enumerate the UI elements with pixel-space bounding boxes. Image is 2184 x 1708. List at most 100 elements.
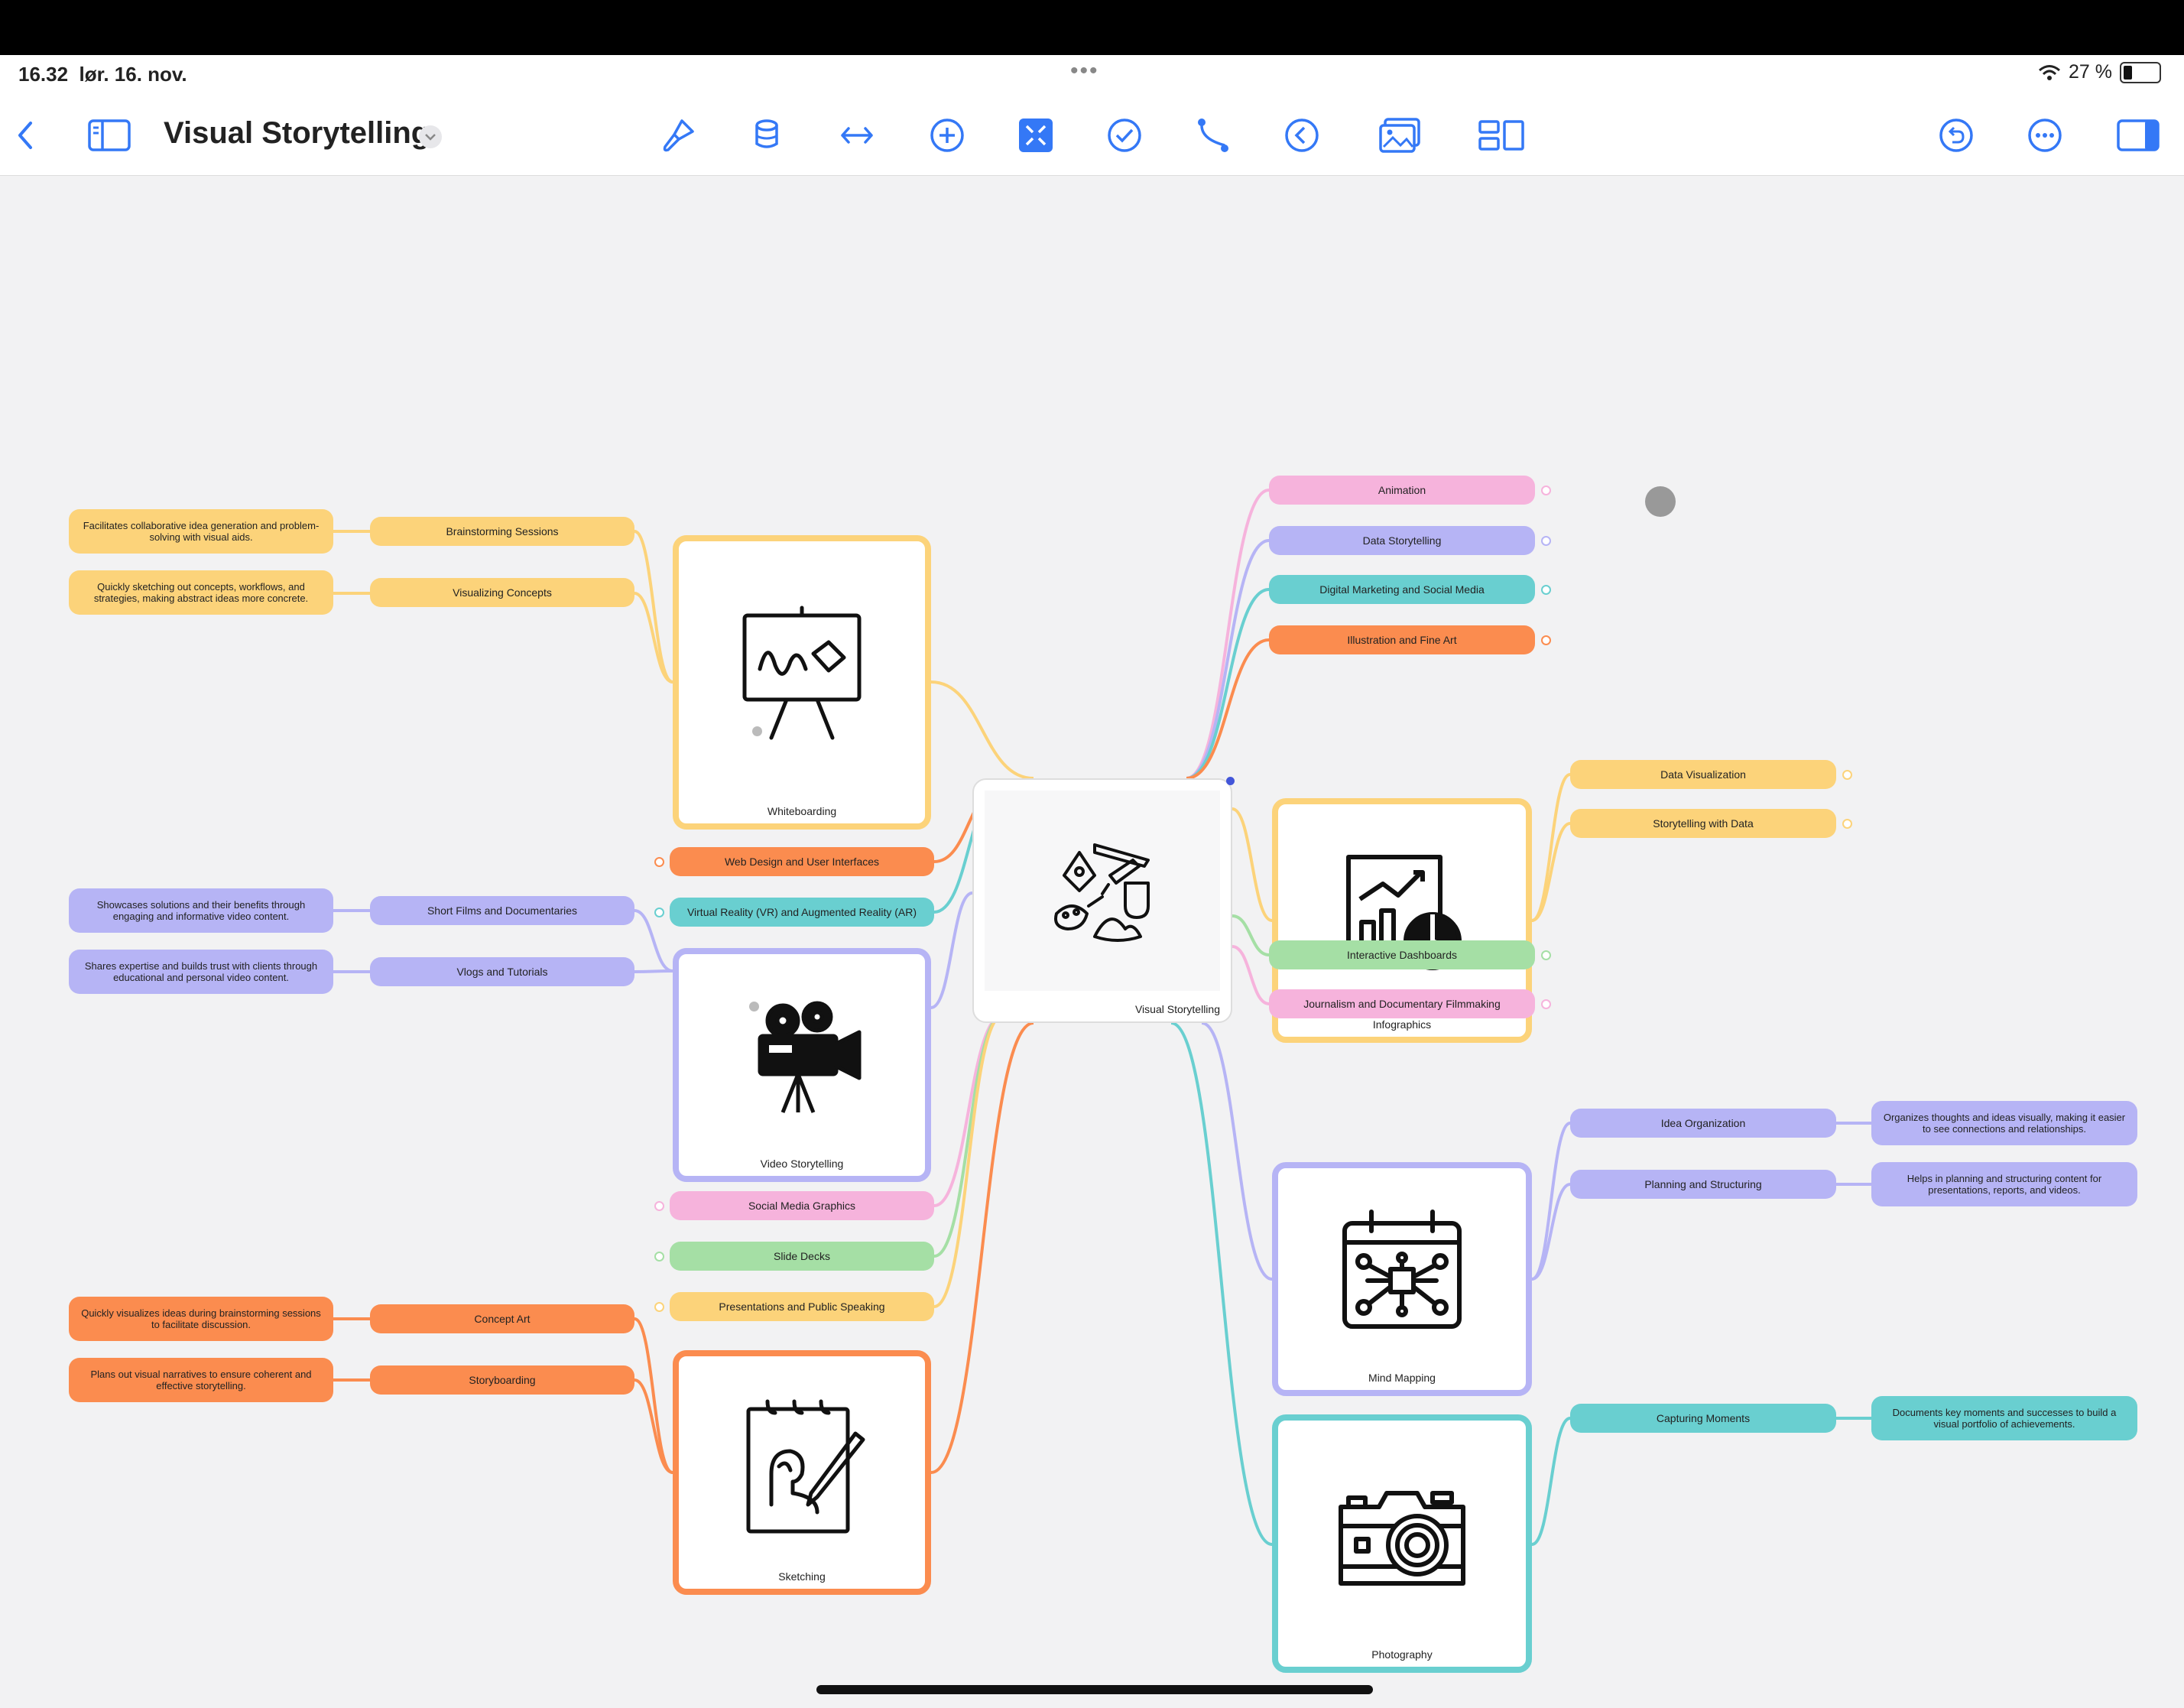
desc-brainstorming-sessions[interactable]: Facilitates collaborative idea generatio… <box>69 509 333 554</box>
battery-percent: 27 % <box>2069 61 2112 83</box>
branch-mindmap-1[interactable]: Planning and Structuring <box>1570 1170 1836 1199</box>
connection-line <box>634 969 673 973</box>
insert-image-button[interactable] <box>1376 112 1423 159</box>
toolbar: Visual Storytelling <box>0 95 2184 176</box>
style-brush-button[interactable] <box>654 112 702 159</box>
pointer-indicator <box>1645 486 1676 517</box>
status-bar: 16.32 lør. 16. nov. ••• 27 % <box>0 55 2184 95</box>
photography-node[interactable]: Photography <box>1272 1414 1532 1673</box>
branch-brainstorming-sessions[interactable]: Brainstorming Sessions <box>370 517 634 546</box>
connection-line <box>930 891 973 1009</box>
branch-right-mid-pill-1[interactable]: Journalism and Documentary Filmmaking <box>1269 989 1535 1018</box>
node-anchor-dot <box>749 1002 759 1011</box>
branch-right-pill-3[interactable]: Illustration and Fine Art <box>1269 625 1535 654</box>
back-button[interactable] <box>2 112 49 159</box>
sketching-node[interactable]: Sketching <box>673 1350 931 1595</box>
collapse-button[interactable] <box>1278 112 1326 159</box>
branch-visualizing-concepts[interactable]: Visualizing Concepts <box>370 578 634 607</box>
branch-mindmap-0[interactable]: Idea Organization <box>1570 1109 1836 1138</box>
paintbrush-icon <box>663 119 694 152</box>
node-port[interactable] <box>654 1302 664 1312</box>
connection-line <box>1531 1183 1571 1281</box>
node-port[interactable] <box>654 857 664 867</box>
branch-right-pill-0[interactable]: Animation <box>1269 476 1535 505</box>
node-port[interactable] <box>654 1201 664 1211</box>
mind-mapping-label: Mind Mapping <box>1368 1372 1436 1384</box>
node-anchor-dot <box>752 726 762 736</box>
desc-visualizing-concepts[interactable]: Quickly sketching out concepts, workflow… <box>69 570 333 615</box>
node-port[interactable] <box>654 908 664 917</box>
branch-concept-art[interactable]: Concept Art <box>370 1304 634 1333</box>
node-port[interactable] <box>1842 770 1852 780</box>
connection-line <box>634 909 673 973</box>
arrows-horizontal-icon <box>841 127 873 144</box>
chevron-left-icon <box>18 122 32 149</box>
sketchpad-icon <box>746 1399 865 1534</box>
node-port[interactable] <box>1541 999 1551 1009</box>
node-port[interactable] <box>1541 485 1551 495</box>
connection-line <box>1531 773 1571 922</box>
connection-line <box>634 530 673 684</box>
more-options-button[interactable] <box>2021 112 2069 159</box>
selection-handle[interactable] <box>1226 777 1235 785</box>
insert-node-button[interactable] <box>743 112 790 159</box>
branch-right-pill-2[interactable]: Digital Marketing and Social Media <box>1269 575 1535 604</box>
branch-right-mid-pill-0[interactable]: Interactive Dashboards <box>1269 940 1535 969</box>
branch-infographics-0[interactable]: Data Visualization <box>1570 760 1836 789</box>
node-port[interactable] <box>1541 585 1551 595</box>
node-port[interactable] <box>654 1252 664 1262</box>
home-indicator[interactable] <box>816 1685 1373 1694</box>
add-node-button[interactable] <box>923 112 971 159</box>
sidebar-toggle-button[interactable] <box>86 112 133 159</box>
desc-storyboarding[interactable]: Plans out visual narratives to ensure co… <box>69 1358 333 1402</box>
branch-left-pill-4[interactable]: Presentations and Public Speaking <box>670 1292 934 1321</box>
node-port[interactable] <box>1541 536 1551 546</box>
inspector-toggle-button[interactable] <box>2114 112 2162 159</box>
desc-photography-0[interactable]: Documents key moments and successes to b… <box>1871 1396 2137 1440</box>
connection-line <box>933 1014 1004 1207</box>
connection-line <box>1531 1122 1571 1281</box>
multitask-dots[interactable]: ••• <box>1070 58 1099 83</box>
chevron-left-circle-icon <box>1285 119 1319 152</box>
mind-map-canvas[interactable]: Visual Storytelling Whiteboarding <box>0 176 2184 1708</box>
connection-line <box>1232 914 1270 956</box>
swap-direction-button[interactable] <box>833 112 881 159</box>
title-menu-button[interactable] <box>419 125 442 148</box>
checkmark-circle-icon <box>1108 119 1141 152</box>
focus-mode-button[interactable] <box>1012 112 1060 159</box>
cylinder-icon <box>755 119 778 148</box>
central-node[interactable]: Visual Storytelling <box>972 777 1235 1023</box>
infographics-label: Infographics <box>1372 1018 1432 1031</box>
node-port[interactable] <box>1541 635 1551 645</box>
connection-line <box>1232 945 1270 1005</box>
connection-button[interactable] <box>1189 112 1237 159</box>
connection-line <box>1531 822 1571 922</box>
branch-storyboarding[interactable]: Storyboarding <box>370 1365 634 1395</box>
branch-left-pill-2[interactable]: Social Media Graphics <box>670 1191 934 1220</box>
node-port[interactable] <box>1541 950 1551 960</box>
mind-mapping-node[interactable]: Mind Mapping <box>1272 1162 1532 1396</box>
undo-button[interactable] <box>1932 112 1980 159</box>
branch-infographics-1[interactable]: Storytelling with Data <box>1570 809 1836 838</box>
branch-left-pill-1[interactable]: Virtual Reality (VR) and Augmented Reali… <box>670 898 934 927</box>
desc-vlogs-tutorials[interactable]: Shares expertise and builds trust with c… <box>69 950 333 994</box>
branch-left-pill-3[interactable]: Slide Decks <box>670 1242 934 1271</box>
branch-vlogs-tutorials[interactable]: Vlogs and Tutorials <box>370 957 634 986</box>
task-button[interactable] <box>1101 112 1148 159</box>
branch-photography-0[interactable]: Capturing Moments <box>1570 1404 1836 1433</box>
desc-mindmap-1[interactable]: Helps in planning and structuring conten… <box>1871 1162 2137 1206</box>
desc-mindmap-0[interactable]: Organizes thoughts and ideas visually, m… <box>1871 1101 2137 1145</box>
whiteboarding-node[interactable]: Whiteboarding <box>673 535 931 830</box>
desc-concept-art[interactable]: Quickly visualizes ideas during brainsto… <box>69 1297 333 1341</box>
art-supplies-icon <box>1054 843 1150 942</box>
document-title[interactable]: Visual Storytelling <box>164 116 430 150</box>
branch-right-pill-1[interactable]: Data Storytelling <box>1269 526 1535 555</box>
branch-left-pill-0[interactable]: Web Design and User Interfaces <box>670 847 934 876</box>
node-port[interactable] <box>1842 819 1852 829</box>
desc-short-films[interactable]: Showcases solutions and their benefits t… <box>69 888 333 933</box>
branch-short-films[interactable]: Short Films and Documentaries <box>370 896 634 925</box>
layout-icon <box>1478 120 1524 151</box>
photo-stack-icon <box>1379 118 1420 153</box>
layout-button[interactable] <box>1478 112 1526 159</box>
video-storytelling-node[interactable]: Video Storytelling <box>673 948 931 1182</box>
